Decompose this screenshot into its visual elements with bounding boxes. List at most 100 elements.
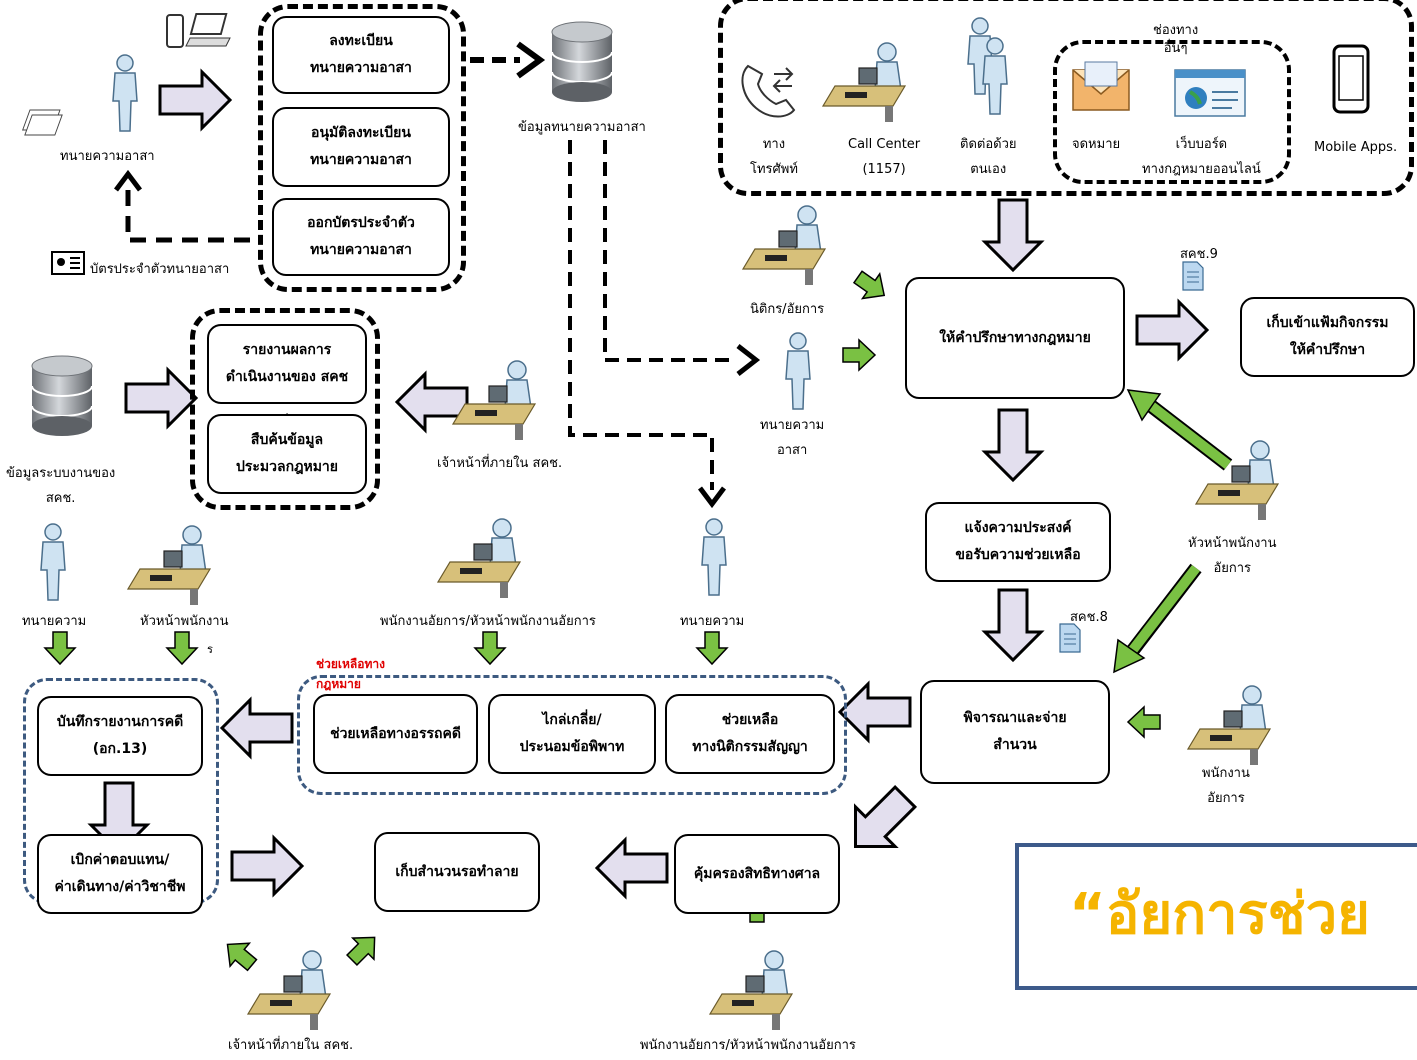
id-card-label: บัตรประจำตัวทนายอาสา — [90, 262, 230, 277]
head-left-suffix: ร — [207, 643, 213, 656]
volunteer-lawyer-label: ทนายความอาสา — [760, 418, 825, 458]
papers-icon — [22, 109, 63, 136]
register-to-db-arrowhead — [516, 41, 546, 79]
slogan-banner: “อัยการช่วย — [1015, 843, 1417, 990]
separator-dot: . — [285, 404, 290, 419]
internal-staff-label: เจ้าหน้าที่ภายใน สคช. — [437, 456, 563, 471]
consider-to-assist-arrow — [838, 682, 912, 742]
mobile-apps-label: Mobile Apps. — [1314, 140, 1398, 155]
head-to-consider-green-head — [1113, 638, 1146, 674]
head-to-consider-green-stroke — [1128, 564, 1200, 655]
consult-file-box[interactable]: เก็บเข้าแฟ้มกิจกรรมให้คำปรึกษา — [1240, 297, 1415, 377]
id-card-icon — [51, 251, 85, 275]
db-to-reports-arrow — [124, 368, 198, 428]
issue-id-card-box[interactable]: ออกบัตรประจำตัวทนายความอาสา — [272, 198, 450, 276]
lawyer-center-label: ทนายความ — [680, 614, 745, 629]
bottom-left-staff-label: เจ้าหน้าที่ภายใน สคช. — [228, 1038, 354, 1053]
contract-assist-box[interactable]: ช่วยเหลือทางนิติกรรมสัญญา — [665, 694, 835, 774]
laptop-icon — [185, 13, 231, 47]
lawyer-left-label: ทนายความ — [22, 614, 87, 629]
volunteer-lawyer-icon-2 — [785, 332, 811, 410]
law-code-search-box[interactable]: สืบค้นข้อมูลประมวลกฎหมาย — [207, 414, 367, 494]
archive-box[interactable]: เก็บสำนวนรอทำลาย — [374, 832, 540, 912]
phone-icon — [741, 64, 796, 118]
channels-down-arrow — [983, 198, 1043, 272]
walk-in-label: ติดต่อด้วยตนเอง — [960, 137, 1017, 177]
consider-assign-box[interactable]: พิจารณาและจ่ายสำนวน — [920, 680, 1110, 784]
head-to-consult-green-head — [1126, 389, 1162, 422]
register-box[interactable]: ลงทะเบียนทนายความอาสา — [272, 16, 450, 94]
head-prosecutor-label: หัวหน้าพนักงานอัยการ — [1188, 536, 1277, 576]
court-protection-box[interactable]: คุ้มครองสิทธิทางศาล — [674, 834, 840, 914]
db-to-lawyer-arrowhead — [698, 486, 726, 509]
reports-group — [190, 308, 380, 510]
mediation-box[interactable]: ไกล่เกลี่ย/ประนอมข้อพิพาท — [488, 694, 656, 774]
card-return-connector — [125, 180, 250, 243]
approve-register-box[interactable]: อนุมัติลงทะเบียนทนายความอาสา — [272, 107, 450, 187]
db-to-lawyer-connector — [568, 140, 714, 490]
lawyer-database-label: ข้อมูลทนายความอาสา — [518, 120, 646, 135]
legal-assist-group-label: ช่วยเหลือทางกฎหมาย — [316, 657, 385, 692]
legal-consult-box[interactable]: ให้คำปรึกษาทางกฎหมาย — [905, 277, 1125, 399]
mail-icon — [1072, 61, 1130, 111]
consult-to-file-arrow — [1135, 300, 1209, 360]
slogan-text: “อัยการช่วย — [1069, 882, 1370, 947]
performance-report-box[interactable]: รายงานผลการดำเนินงานของ สคช — [207, 324, 367, 404]
legal-officer-green-arrow — [848, 263, 894, 309]
staff-center-icon — [437, 518, 521, 599]
call-center-label: Call Center(1157) — [848, 137, 921, 177]
system-database-icon — [31, 355, 93, 437]
fee-claim-box[interactable]: เบิกค่าตอบแทน/ค่าเดินทาง/ค่าวิชาชีพ — [37, 834, 203, 914]
bottom-left-staff-icon — [247, 950, 331, 1031]
registration-group — [258, 4, 466, 292]
system-database-label: ข้อมูลระบบงานของสคช. — [6, 466, 116, 506]
lawyer-center-green-arrow — [696, 631, 728, 665]
registrant-label: ทนายความอาสา — [60, 149, 155, 164]
fee-to-archive-arrow — [230, 836, 304, 896]
lawyer-left-icon — [40, 523, 66, 601]
legal-officer-icon — [742, 205, 826, 286]
bottom-right-staff-label: พนักงานอัยการ/หัวหน้าพนักงานอัยการ — [640, 1038, 856, 1053]
smartphone-icon — [166, 14, 184, 48]
form-8-label: สคช.8 — [1070, 610, 1108, 625]
db-to-volunteer-arrowhead — [736, 344, 761, 376]
register-block-arrow — [158, 70, 232, 130]
legal-officer-label: นิติกร/อัยการ — [750, 302, 825, 317]
case-record-box[interactable]: บันทึกรายงานการคดี(อก.13) — [37, 696, 203, 776]
bottom-right-staff-icon — [709, 950, 793, 1031]
prosecutor-green-arrow — [1127, 706, 1161, 738]
mobile-phone-icon — [1332, 44, 1370, 114]
consult-down-arrow — [983, 408, 1043, 482]
db-to-volunteer-connector — [603, 140, 730, 362]
mail-label: จดหมาย — [1072, 137, 1121, 152]
volunteer-green-arrow — [842, 339, 876, 371]
volunteer-lawyer-icon — [112, 54, 138, 132]
phone-label: ทางโทรศัพท์ — [750, 137, 798, 177]
consider-to-court-arrow — [834, 775, 927, 868]
staff-center-label: พนักงานอัยการ/หัวหน้าพนักงานอัยการ — [380, 614, 596, 629]
channels-group — [718, 0, 1414, 196]
litigation-assist-box[interactable]: ช่วยเหลือทางอรรถคดี — [313, 694, 478, 774]
request-down-arrow — [983, 588, 1043, 662]
lawyer-left-green-arrow — [44, 631, 76, 665]
form-9-label: สคช.9 — [1180, 247, 1218, 262]
other-channels-title: ช่องทางอื่นๆ — [1153, 23, 1199, 57]
card-return-arrowhead — [114, 169, 142, 192]
webboard-label: เว็บบอร์ดทางกฎหมายออนไลน์ — [1142, 137, 1261, 177]
prosecutor-staff-icon — [1187, 685, 1271, 766]
webboard-icon — [1174, 69, 1246, 117]
head-to-consult-green-stroke — [1146, 401, 1232, 469]
staff-center-green-arrow — [474, 631, 506, 665]
legal-assist-group — [297, 675, 847, 795]
head-left-icon — [127, 525, 211, 606]
head-left-label: หัวหน้าพนักงาน — [140, 614, 229, 629]
lawyer-database-icon — [551, 21, 613, 103]
bottom-left-green-arrow-2 — [340, 926, 386, 972]
assist-to-record-arrow — [220, 698, 294, 758]
bottom-left-green-arrow-1 — [217, 932, 263, 978]
court-to-archive-arrow — [595, 838, 669, 898]
lawyer-center-icon — [701, 518, 727, 596]
request-assistance-box[interactable]: แจ้งความประสงค์ขอรับความช่วยเหลือ — [925, 502, 1111, 582]
